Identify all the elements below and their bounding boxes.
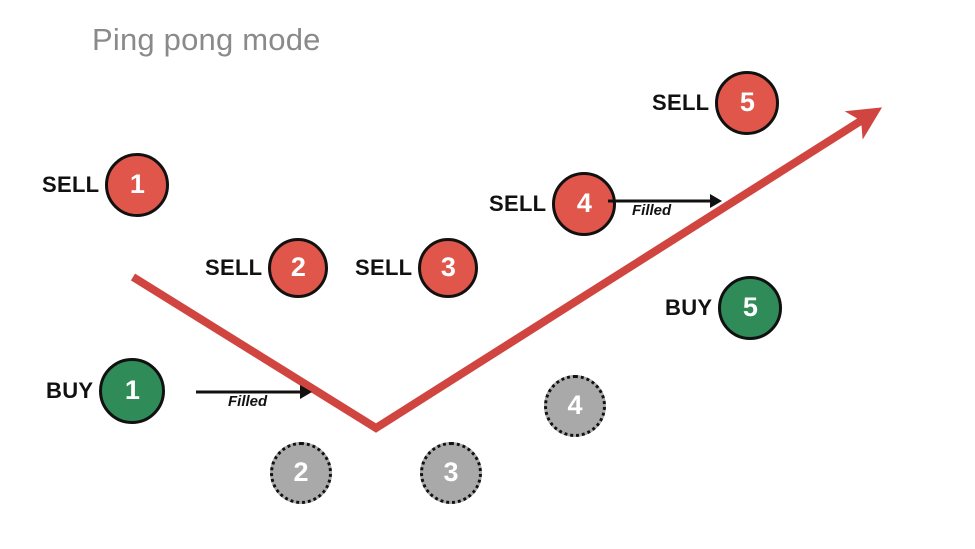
order-side-label: SELL — [42, 172, 100, 197]
order-side-label: SELL — [652, 90, 710, 115]
pending-order-bubble-pending-2[interactable]: 2 — [270, 442, 332, 504]
order-side-label: SELL — [355, 255, 413, 280]
fill-arrow-icon — [196, 385, 312, 399]
pending-order-bubble-pending-4[interactable]: 4 — [544, 375, 606, 437]
order-number: 1 — [124, 374, 140, 405]
pending-order-bubble-pending-3[interactable]: 3 — [420, 442, 482, 504]
order-buy-1[interactable]: BUY 1 — [46, 358, 166, 424]
page-title: Ping pong mode — [92, 22, 321, 57]
order-side-label: SELL — [489, 191, 547, 216]
order-bubble-sell-5[interactable]: 5 — [715, 71, 780, 135]
order-sell-1[interactable]: SELL 1 — [42, 153, 170, 217]
order-bubble-sell-2[interactable]: 2 — [268, 238, 329, 298]
order-bubble-buy-1[interactable]: 1 — [99, 358, 166, 424]
pending-order-number: 2 — [293, 456, 309, 487]
order-number: 5 — [739, 86, 755, 117]
order-sell-3[interactable]: SELL 3 — [355, 238, 479, 298]
order-number: 3 — [440, 251, 456, 282]
order-number: 5 — [742, 291, 758, 322]
order-number: 4 — [576, 187, 592, 218]
order-side-label: SELL — [205, 255, 263, 280]
order-number: 2 — [290, 251, 306, 282]
order-bubble-sell-3[interactable]: 3 — [418, 238, 479, 298]
order-bubble-sell-1[interactable]: 1 — [105, 153, 170, 217]
order-number: 1 — [129, 168, 145, 199]
order-sell-2[interactable]: SELL 2 — [205, 238, 329, 298]
order-bubble-buy-5[interactable]: 5 — [718, 276, 783, 340]
order-side-label: BUY — [665, 295, 713, 320]
pending-order-number: 4 — [567, 389, 583, 420]
order-buy-5[interactable]: BUY 5 — [665, 276, 783, 340]
order-sell-5[interactable]: SELL 5 — [652, 71, 780, 135]
price-trend-line — [130, 107, 883, 433]
fill-arrow-sell-4 — [608, 191, 722, 231]
order-sell-4[interactable]: SELL 4 — [489, 172, 617, 236]
pending-order-number: 3 — [443, 456, 459, 487]
fill-arrow-buy-1 — [196, 382, 312, 422]
filled-status-text: Filled — [632, 202, 672, 219]
order-side-label: BUY — [46, 378, 94, 403]
order-bubble-sell-4[interactable]: 4 — [552, 172, 617, 236]
fill-arrow-icon — [608, 194, 722, 208]
filled-status-text: Filled — [228, 393, 268, 410]
